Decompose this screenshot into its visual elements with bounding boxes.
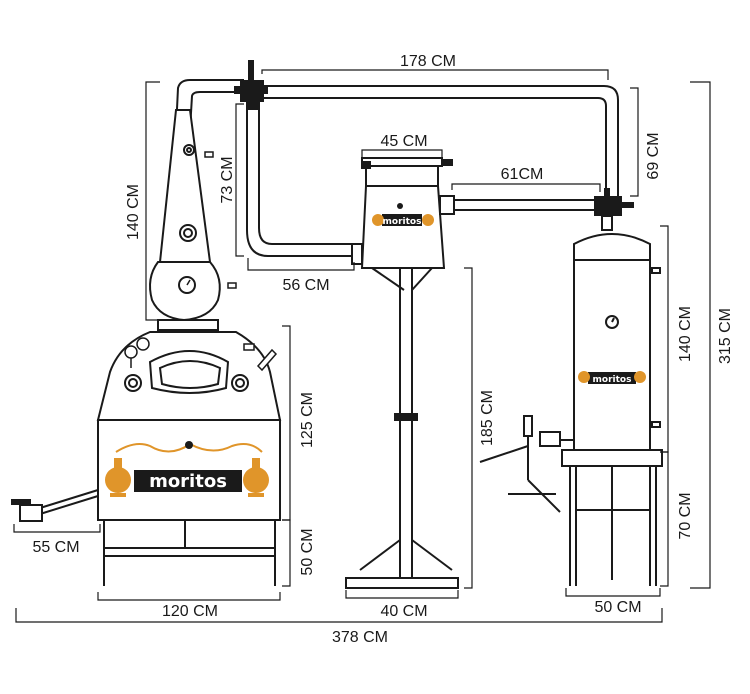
condenser (345, 157, 459, 589)
dim-total-height: 315 CM (717, 308, 734, 364)
dim-horizontal-run: 56 CM (282, 277, 329, 294)
dimension-labels: 178 CM 45 CM 61CM 69 CM 73 CM 140 CM 56 … (32, 53, 734, 646)
dim-connector: 61CM (501, 166, 544, 183)
dim-helmet-height: 73 CM (219, 156, 236, 203)
dim-right-stand: 70 CM (677, 492, 694, 539)
still-column (149, 109, 221, 322)
dim-outlet: 55 CM (32, 539, 79, 556)
brand-logo: moritos (105, 441, 269, 497)
dim-total-width: 378 CM (332, 629, 388, 646)
dim-condenser-width: 45 CM (380, 133, 427, 150)
dim-stand-width: 40 CM (380, 603, 427, 620)
brand-logo-small: moritos (372, 203, 434, 227)
dim-right-stand-width: 50 CM (594, 599, 641, 616)
valve-icon (234, 60, 268, 110)
thermometer-gauge-icon (186, 279, 191, 286)
helmet-collar (157, 319, 219, 331)
dim-pot-width: 120 CM (162, 603, 218, 620)
dimension-lines (13, 69, 711, 623)
outlet-pipe (11, 489, 99, 522)
tap-icon (204, 151, 237, 289)
dim-column-height: 140 CM (125, 184, 142, 240)
brand-right-text: moritos (593, 375, 632, 385)
vapor-pipe (175, 79, 619, 257)
dim-right-drop: 69 CM (645, 132, 662, 179)
dim-stand-height: 185 CM (479, 390, 496, 446)
brand-logo-right: moritos (578, 371, 646, 385)
reflux-column (561, 215, 663, 586)
tap-icon (243, 343, 278, 372)
dim-pot-height: 125 CM (299, 392, 316, 448)
dim-top-pipe: 178 CM (400, 53, 456, 70)
parrot-outlet (479, 415, 574, 513)
dim-right-column: 140 CM (677, 306, 694, 362)
brand-large-text: moritos (149, 471, 227, 492)
brand-small-text: moritos (383, 217, 422, 227)
valve-icon (594, 188, 634, 224)
dim-pot-stand: 50 CM (299, 528, 316, 575)
pressure-gauge-icon (124, 337, 150, 368)
